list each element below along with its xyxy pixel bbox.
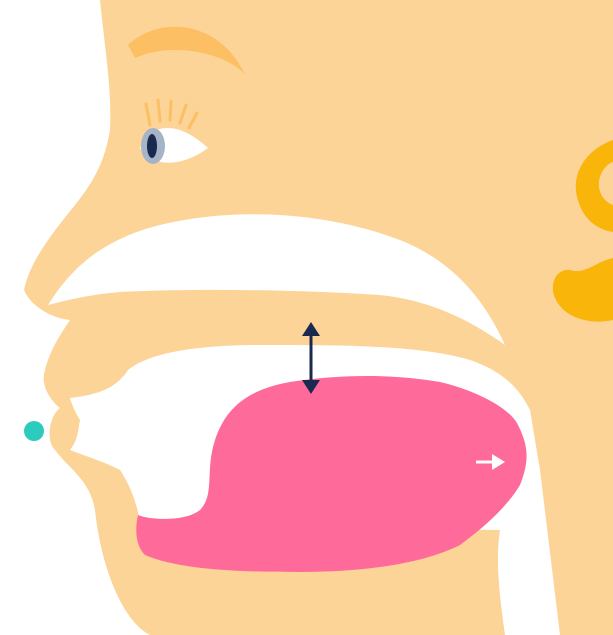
eye-pupil	[147, 134, 157, 158]
breath-marker-dot	[24, 421, 44, 441]
